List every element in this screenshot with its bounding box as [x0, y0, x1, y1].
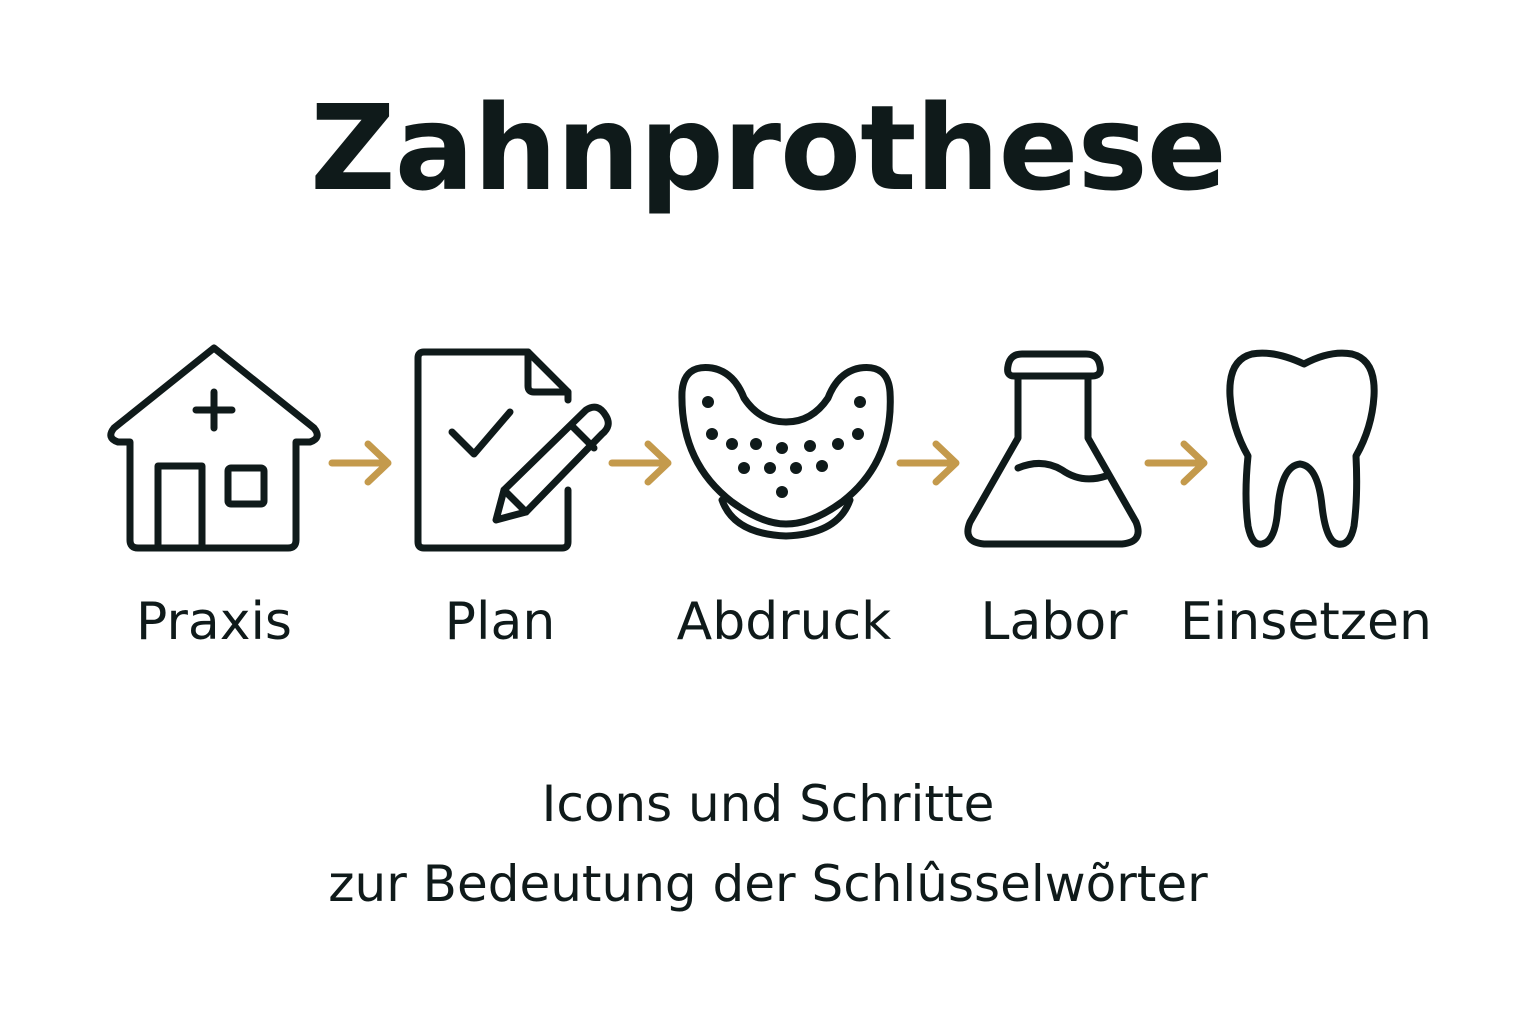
- dental-impression-icon: [678, 364, 894, 540]
- arrow-right-icon: [608, 440, 672, 486]
- step-label-abdruck: Abdruck: [676, 592, 892, 652]
- document-pencil-icon: [414, 348, 612, 552]
- clinic-house-icon: [107, 344, 321, 552]
- subtitle-line-2: zur Bedeutung der Schlûsselwõrter: [328, 855, 1208, 913]
- lab-flask-icon: [964, 350, 1142, 548]
- step-label-plan: Plan: [444, 592, 556, 652]
- step-label-einsetzen: Einsetzen: [1180, 592, 1432, 652]
- subtitle-line-1: Icons und Schritte: [541, 775, 995, 833]
- arrow-right-icon: [896, 440, 960, 486]
- step-label-labor: Labor: [980, 592, 1128, 652]
- page-title: Zahnprothese: [310, 79, 1227, 217]
- arrow-right-icon: [1144, 440, 1208, 486]
- step-label-praxis: Praxis: [136, 592, 292, 652]
- arrow-right-icon: [328, 440, 392, 486]
- tooth-icon: [1226, 349, 1378, 548]
